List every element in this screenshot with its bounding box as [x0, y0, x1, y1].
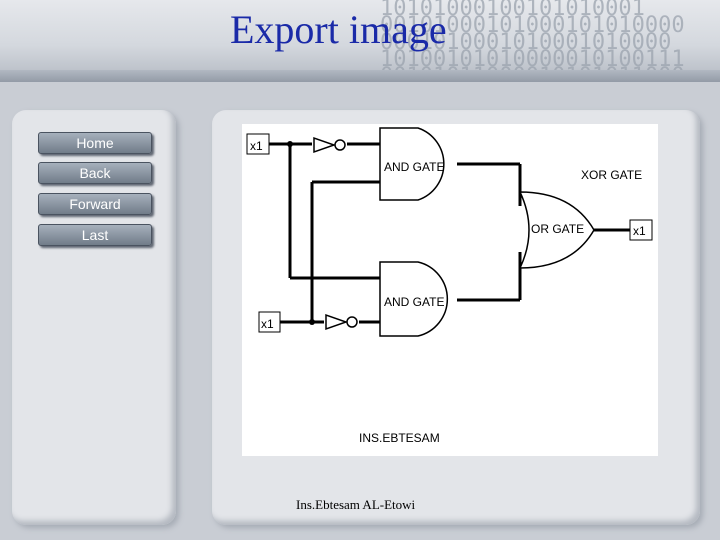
home-button[interactable]: Home [38, 132, 152, 154]
header-strip [0, 70, 720, 82]
input-label-top: x1 [250, 139, 263, 153]
and-gate-bottom [379, 261, 449, 337]
page-title: Export image [230, 7, 447, 52]
junction-top [287, 141, 293, 147]
output-box [629, 219, 653, 241]
xor-gate-label: XOR GATE [581, 168, 642, 182]
output-label: x1 [633, 224, 646, 238]
back-button[interactable]: Back [38, 162, 152, 184]
and-gate-top-label: AND GATE [384, 160, 444, 174]
diagram-credit: INS.EBTESAM [359, 431, 440, 445]
last-button[interactable]: Last [38, 224, 152, 246]
nav-panel: Home Back Forward Last [12, 110, 176, 525]
or-gate [518, 191, 595, 269]
not-gate-top-bubble [334, 139, 346, 151]
input-label-bottom: x1 [261, 317, 274, 331]
not-gate-top [313, 136, 337, 154]
not-gate-bottom [325, 313, 349, 331]
forward-button[interactable]: Forward [38, 193, 152, 215]
circuit-svg: x1 x1 AND GATE AND GATE XOR GATE OR GATE… [246, 127, 653, 445]
input-box-bottom [258, 311, 281, 333]
not-gate-bottom-bubble [346, 316, 358, 328]
footer-author: Ins.Ebtesam AL-Etowi [296, 497, 416, 512]
or-gate-label: OR GATE [531, 222, 584, 236]
and-gate-bottom-label: AND GATE [384, 295, 444, 309]
and-gate-top [379, 127, 445, 201]
junction-bottom [309, 319, 315, 325]
header-banner: 10101000100101010001 0010100010100010101… [0, 0, 720, 82]
input-box-top [246, 133, 270, 155]
logic-circuit-diagram: x1 x1 AND GATE AND GATE XOR GATE OR GATE… [242, 124, 658, 456]
